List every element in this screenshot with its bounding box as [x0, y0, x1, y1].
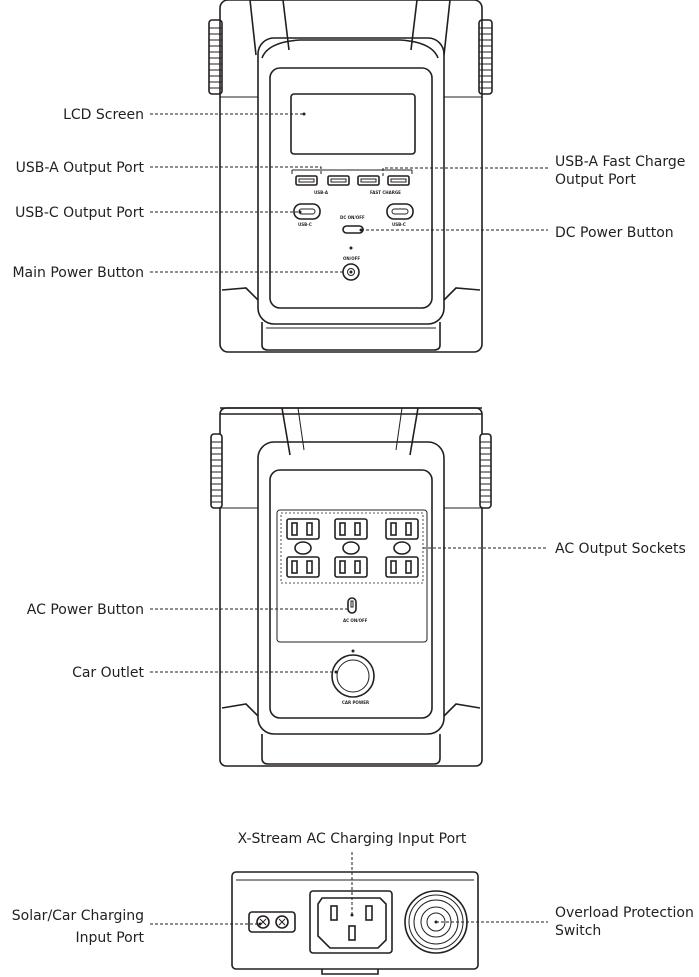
- solar-car-input-port: [248, 911, 296, 933]
- car-outlet-label: Car Outlet: [72, 665, 144, 681]
- front-view: USB-A FAST CHARGE USB-C USB-C DC ON/OFF: [12, 0, 685, 353]
- ac-power-button: AC ON/OFF: [343, 597, 368, 623]
- solar-car-label-line1: Solar/Car Charging: [12, 908, 144, 924]
- usb-c-output-ports: USB-C USB-C: [293, 203, 414, 227]
- rear-view: AC ON/OFF CAR POWER AC Output Sockets AC…: [27, 407, 686, 767]
- ac-output-sockets-label: AC Output Sockets: [555, 541, 686, 557]
- usb-c-left-panel-text: USB-C: [298, 222, 312, 227]
- usb-a-leader: [150, 166, 322, 176]
- usb-a-output-ports: USB-A: [295, 175, 350, 195]
- front-control-panel: [269, 67, 433, 309]
- front-right-grip: [478, 19, 493, 95]
- usb-c-right-panel-text: USB-C: [392, 222, 406, 227]
- lcd-screen: [290, 93, 416, 155]
- usb-a-fast-charge-label-line2: Output Port: [555, 172, 636, 188]
- car-outlet: CAR POWER: [331, 649, 375, 705]
- lcd-screen-label: LCD Screen: [63, 107, 144, 123]
- usb-a-panel-text: USB-A: [314, 190, 329, 195]
- rear-base: [261, 734, 441, 765]
- usb-a-fast-charge-label-line1: USB-A Fast Charge: [555, 154, 685, 170]
- ac-on-off-panel-text: AC ON/OFF: [343, 618, 368, 623]
- front-bezel: [257, 37, 445, 325]
- usb-a-fast-charge-leader: [382, 167, 548, 176]
- xstream-ac-input-port: [309, 890, 393, 954]
- rear-body: [219, 407, 483, 767]
- car-power-panel-text: CAR POWER: [342, 700, 369, 705]
- main-power-button: ON/OFF: [342, 246, 360, 281]
- fast-charge-panel-text: FAST CHARGE: [370, 190, 401, 195]
- front-base: [261, 322, 441, 351]
- dc-on-off-panel-text: DC ON/OFF: [340, 215, 365, 220]
- ac-power-button-label: AC Power Button: [27, 602, 144, 618]
- dc-power-button-label: DC Power Button: [555, 225, 674, 241]
- usb-a-fast-charge-ports: FAST CHARGE: [357, 175, 410, 195]
- ac-output-sockets: [286, 518, 419, 578]
- main-power-button-label: Main Power Button: [12, 265, 144, 281]
- usb-c-output-label: USB-C Output Port: [15, 205, 144, 221]
- dc-power-button: DC ON/OFF: [340, 215, 365, 234]
- on-off-panel-text: ON/OFF: [343, 256, 360, 261]
- solar-car-label-line2: Input Port: [76, 930, 145, 946]
- front-left-grip: [208, 19, 223, 95]
- xstream-ac-input-label: X-Stream AC Charging Input Port: [238, 831, 467, 847]
- front-handles: [249, 0, 451, 56]
- rear-left-grip: [210, 433, 223, 509]
- rear-right-grip: [479, 433, 492, 509]
- rear-panel: [269, 469, 433, 719]
- side-view: X-Stream AC Charging Input Port Solar/Ca…: [12, 831, 694, 975]
- overload-label-line2: Switch: [555, 923, 601, 939]
- overload-label-line1: Overload Protection: [555, 905, 694, 921]
- rear-handles: [281, 407, 419, 456]
- front-body: [219, 0, 483, 353]
- ac-socket-plate: [276, 509, 428, 643]
- side-body: [231, 871, 479, 970]
- usb-a-output-label: USB-A Output Port: [16, 160, 145, 176]
- rear-bezel: [257, 441, 445, 735]
